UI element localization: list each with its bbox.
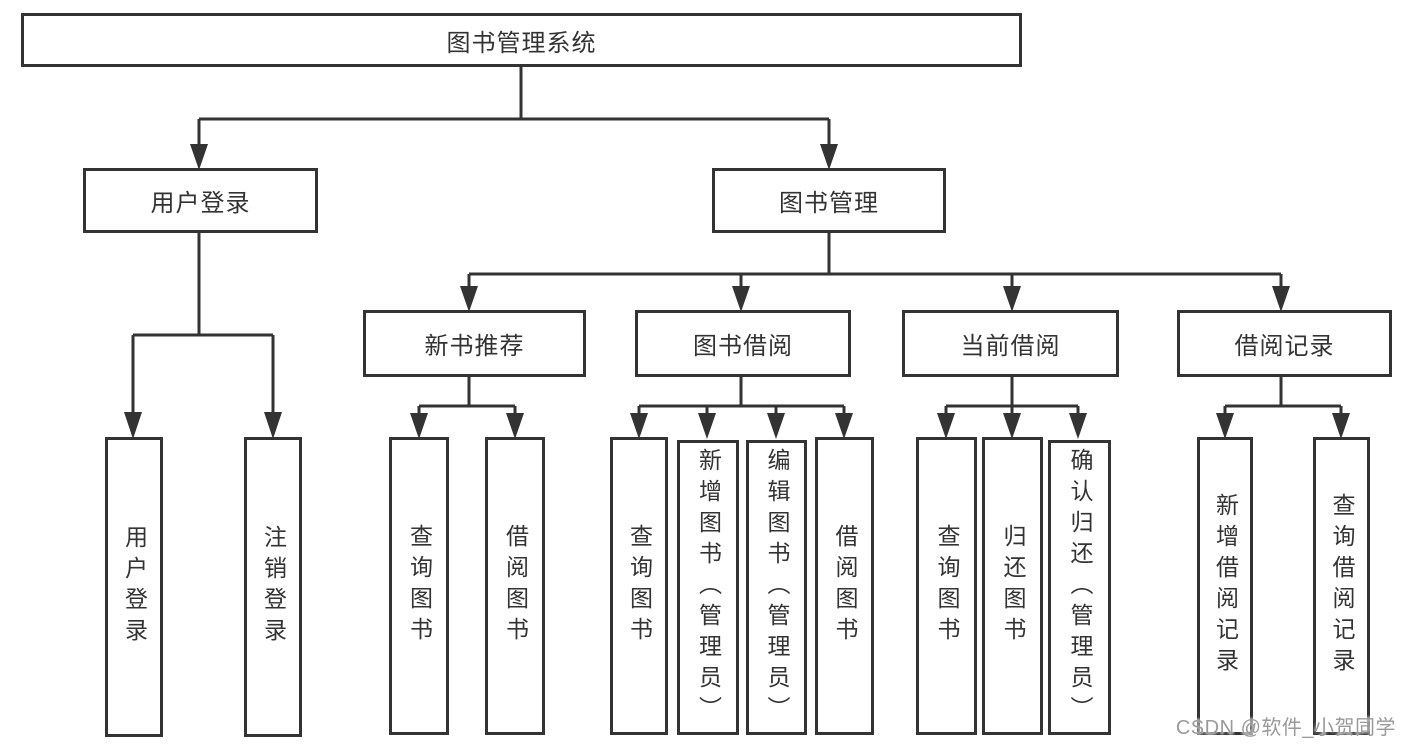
leaf-borrowing-edit-books-admin: 编辑图书（管理员） bbox=[746, 440, 807, 735]
leaf-recommend-query-books: 查询图书 bbox=[389, 437, 449, 735]
leaf-records-add-record: 新增借阅记录 bbox=[1197, 437, 1253, 735]
leaf-logout: 注销登录 bbox=[244, 437, 302, 737]
leaf-records-query-record: 查询借阅记录 bbox=[1313, 437, 1370, 735]
node-borrowing-records: 借阅记录 bbox=[1177, 310, 1392, 377]
node-new-book-recommend: 新书推荐 bbox=[363, 310, 586, 377]
leaf-borrowing-add-books-admin: 新增图书（管理员） bbox=[677, 440, 739, 735]
csdn-watermark: CSDN @软件_小贺同学 bbox=[1175, 717, 1396, 739]
leaf-recommend-borrow-books: 借阅图书 bbox=[485, 437, 545, 735]
leaf-current-query-books: 查询图书 bbox=[916, 437, 977, 735]
leaf-user-login: 用户登录 bbox=[105, 437, 163, 737]
leaf-borrowing-borrow-books: 借阅图书 bbox=[815, 437, 874, 735]
node-current-borrowing: 当前借阅 bbox=[902, 310, 1119, 377]
node-book-borrowing: 图书借阅 bbox=[635, 310, 851, 377]
node-user-login: 用户登录 bbox=[83, 168, 318, 233]
node-library-system: 图书管理系统 bbox=[21, 13, 1022, 67]
leaf-borrowing-query-books: 查询图书 bbox=[610, 437, 668, 735]
leaf-current-confirm-return-admin: 确认归还（管理员） bbox=[1048, 440, 1111, 735]
node-book-management: 图书管理 bbox=[712, 168, 946, 233]
leaf-current-return-books: 归还图书 bbox=[982, 437, 1043, 735]
